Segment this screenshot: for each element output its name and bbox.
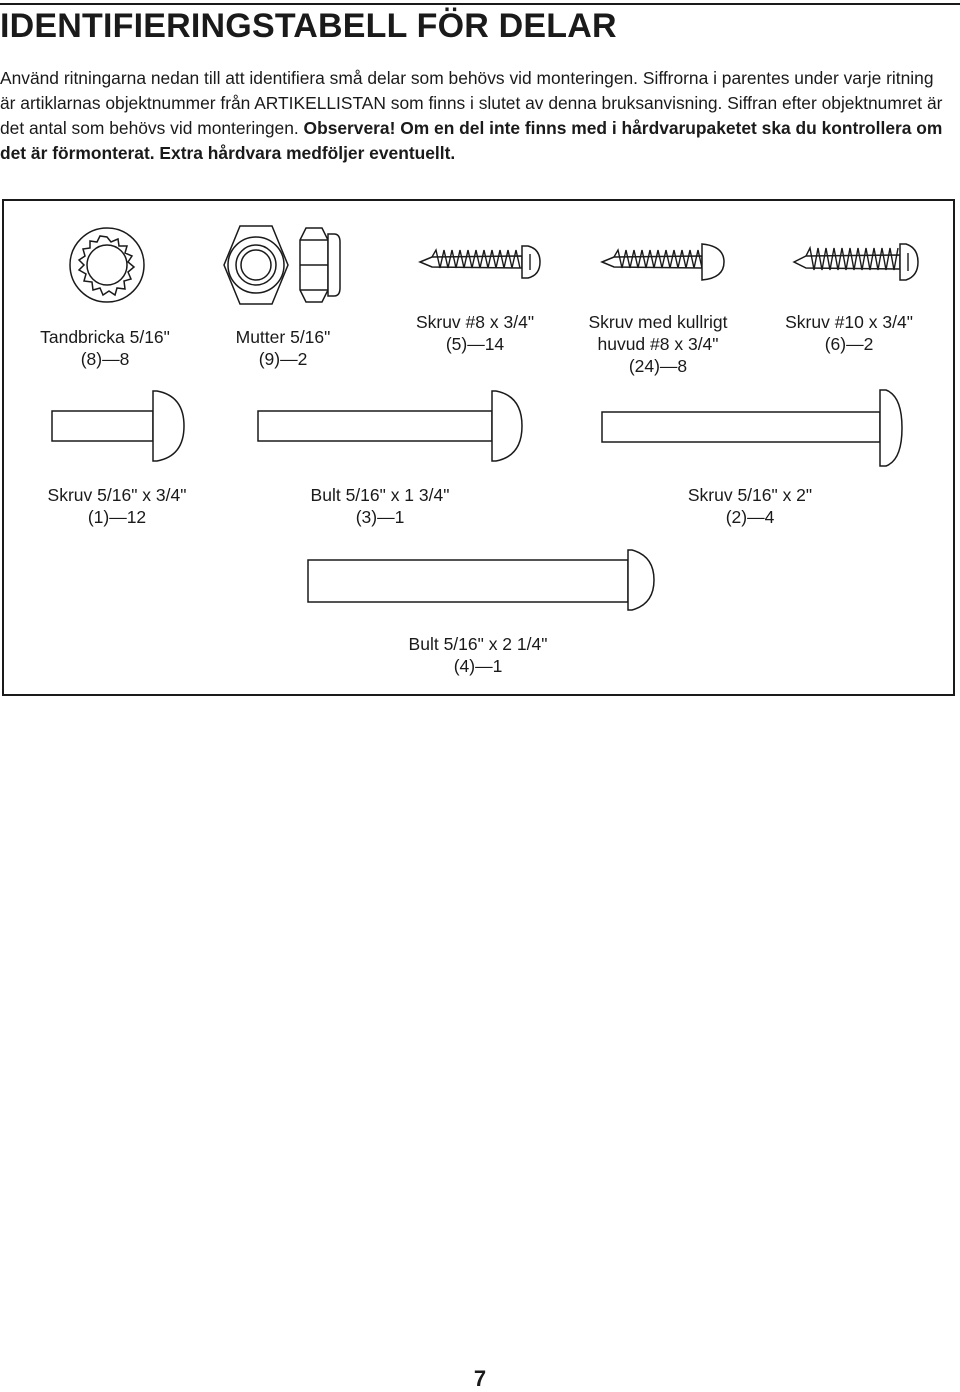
intro-paragraph: Använd ritningarna nedan till att identi… xyxy=(0,66,950,166)
top-rule xyxy=(0,3,960,5)
intro-note-label: Observera! xyxy=(303,118,396,138)
part-label-skruv-2: Skruv 5/16" x 2" (2)—4 xyxy=(687,485,813,527)
part-label-mutter: Mutter 5/16" (9)—2 xyxy=(235,327,331,369)
button-head-bolt-icon xyxy=(51,390,185,462)
part-label-skruv-10: Skruv #10 x 3/4" (6)—2 xyxy=(785,312,913,354)
page-number: 7 xyxy=(473,1366,487,1391)
part-label-skruv-8: Skruv #8 x 3/4" (5)—14 xyxy=(415,312,535,354)
nylon-lock-nut-icon xyxy=(223,225,341,305)
part-label-skruv-kullrigt: Skruv med kullrigt huvud #8 x 3/4" (24)—… xyxy=(588,312,728,376)
screw-icon xyxy=(418,245,541,279)
part-label-skruv-5-16-3-4: Skruv 5/16" x 3/4" (1)—12 xyxy=(47,485,187,527)
round-head-screw-icon xyxy=(600,243,725,281)
button-head-bolt-icon-2 xyxy=(257,390,523,462)
star-washer-icon xyxy=(69,227,145,303)
intro-text: Använd ritningarna nedan till att identi… xyxy=(0,68,943,138)
part-label-bult-2-1-4: Bult 5/16" x 2 1/4" (4)—1 xyxy=(408,634,548,676)
parts-panel xyxy=(2,199,955,696)
screw-icon-2 xyxy=(792,243,919,281)
button-head-bolt-icon-3 xyxy=(601,389,903,467)
page-title: IDENTIFIERINGSTABELL FÖR DELAR xyxy=(0,7,617,45)
button-head-bolt-icon-4 xyxy=(307,549,655,611)
intro-note-text: Om en del inte finns med i hårdvarupaket… xyxy=(0,118,943,163)
part-label-tandbricka: Tandbricka 5/16" (8)—8 xyxy=(40,327,170,369)
part-label-bult-1-3-4: Bult 5/16" x 1 3/4" (3)—1 xyxy=(310,485,450,527)
